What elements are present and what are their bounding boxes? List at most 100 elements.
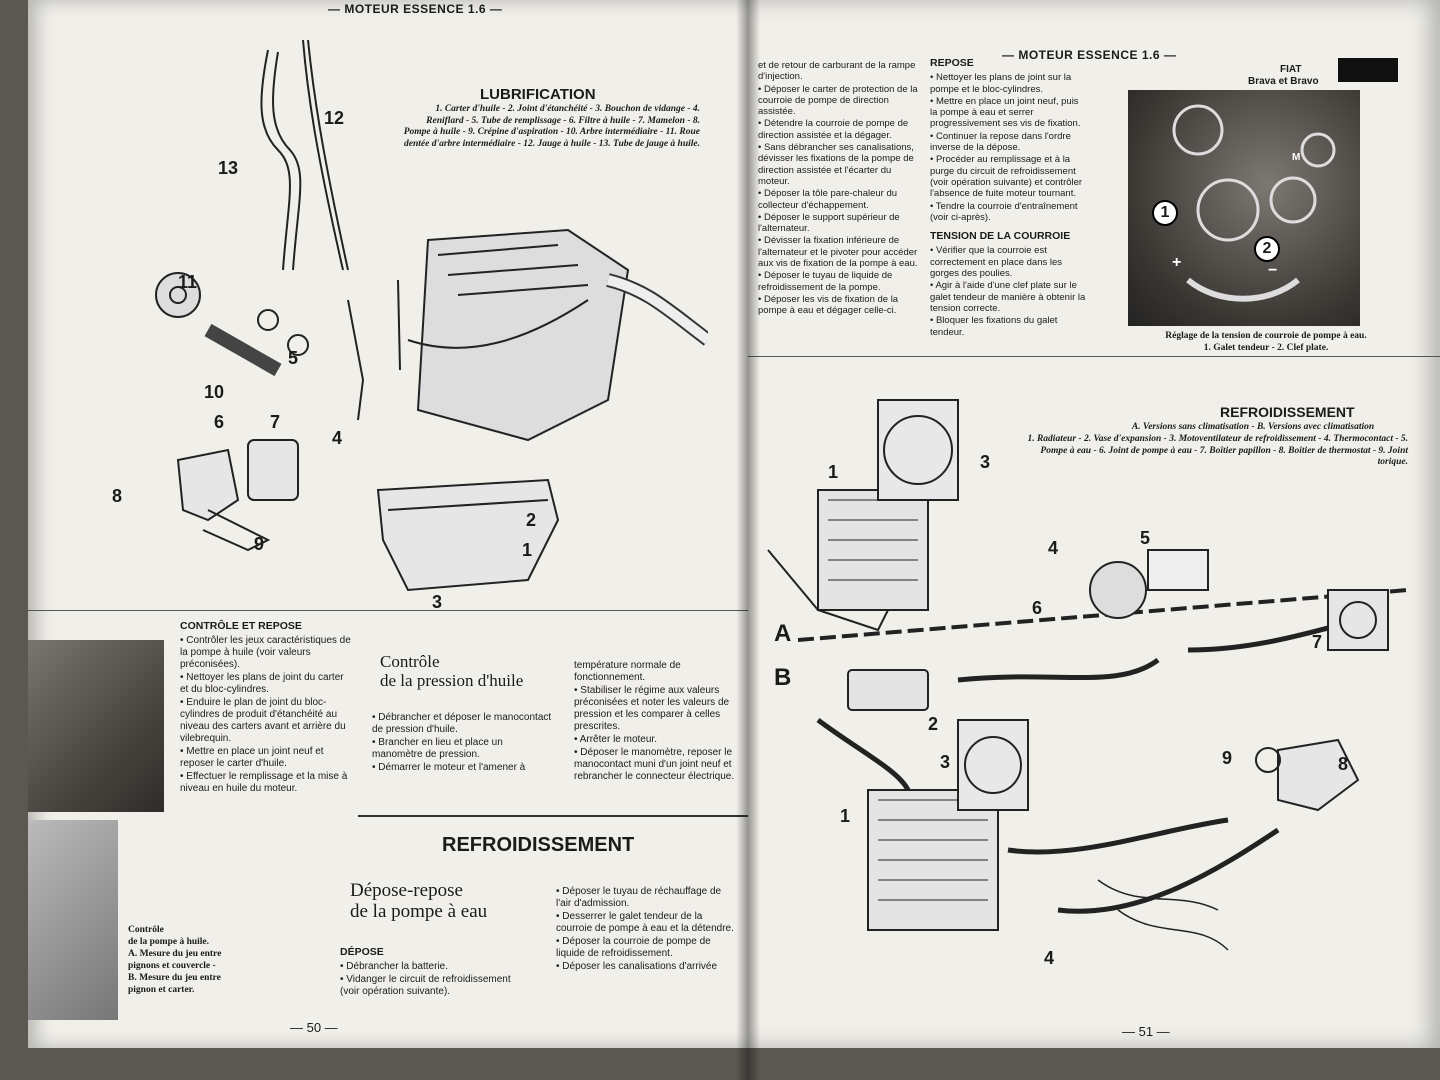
- caption-line: de la pompe à huile.: [128, 937, 210, 947]
- repose-heading: REPOSE: [930, 57, 974, 69]
- text-item: • Démarrer le moteur et l'amener à: [372, 762, 526, 773]
- heading-line: Dépose-repose: [350, 880, 463, 901]
- photo-callout-2: 2: [1254, 236, 1280, 262]
- left-page: — MOTEUR ESSENCE 1.6 — LUBRIFICATION 1. …: [28, 0, 748, 1048]
- depose-heading: DÉPOSE: [340, 946, 384, 958]
- callout-1: 1: [522, 540, 533, 560]
- cooling-callout-9: 9: [1222, 748, 1233, 768]
- callout-7: 7: [270, 412, 281, 432]
- lubrification-title: LUBRIFICATION: [480, 86, 596, 103]
- text-item: • Nettoyer les plans de joint du carter …: [180, 672, 344, 695]
- pompe-eau-column-1: DÉPOSE • Débrancher la batterie. • Vidan…: [340, 946, 530, 999]
- refroidissement-subtitle: A. Versions sans climatisation - B. Vers…: [1131, 422, 1375, 432]
- text-item: • Détendre la courroie de pompe de direc…: [758, 118, 909, 141]
- text-item: • Continuer la repose dans l'ordre inver…: [930, 130, 1071, 154]
- cooling-callout-4a: 4: [1048, 538, 1059, 558]
- caption-line: Contrôle: [128, 925, 164, 935]
- lubrification-exploded-diagram: [155, 40, 708, 592]
- text-item: • Déposer le tuyau de réchauffage de l'a…: [556, 886, 722, 909]
- label-B: B: [774, 664, 792, 691]
- text-item: • Tendre la courroie d'entraînement (voi…: [930, 200, 1078, 223]
- callout-8: 8: [112, 486, 123, 506]
- text-item: • Bloquer les fixations du galet tendeur…: [930, 315, 1058, 338]
- text-item: • Mettre en place un joint neuf et repos…: [180, 746, 324, 769]
- text-item: • Déposer le tuyau de liquide de refroid…: [758, 270, 893, 293]
- refroidissement-rule: [358, 815, 748, 817]
- label-A: A: [774, 620, 792, 647]
- text-item: • Déposer la tôle pare-chaleur du collec…: [758, 188, 898, 211]
- oil-pump-photo-caption: Contrôle de la pompe à huile. A. Mesure …: [128, 924, 248, 996]
- text-item: • Procéder au remplissage et à la purge …: [930, 154, 1083, 200]
- controle-repose-column: CONTRÔLE ET REPOSE • Contrôler les jeux …: [180, 620, 352, 796]
- cooling-system-diagram: [767, 399, 1409, 951]
- photo-m: M: [1292, 152, 1301, 163]
- heading-line: Contrôle: [380, 652, 440, 671]
- cooling-callout-6: 6: [1032, 598, 1043, 618]
- callout-6: 6: [214, 412, 225, 432]
- callout-12: 12: [324, 108, 345, 128]
- text-item: • Contrôler les jeux caractéristiques de…: [180, 635, 351, 670]
- belt-photo-caption: Réglage de la tension de courroie de pom…: [1156, 330, 1376, 354]
- text-item: • Vidanger le circuit de refroidissement…: [340, 974, 511, 997]
- text-item: • Effectuer le remplissage et la mise à …: [180, 771, 348, 794]
- cooling-callout-8: 8: [1338, 754, 1349, 774]
- cooling-callout-1b: 1: [840, 806, 851, 826]
- text-item: • Mettre en place un joint neuf, puis la…: [930, 95, 1081, 130]
- pression-huile-column-2: température normale de fonctionnement. •…: [574, 660, 740, 784]
- cooling-callout-5: 5: [1140, 528, 1151, 548]
- text-item: température normale de fonctionnement.: [574, 660, 681, 683]
- text-item: • Débrancher la batterie.: [340, 961, 449, 972]
- oil-pump-photo-b: [28, 820, 118, 1020]
- caption-line: Réglage de la tension de courroie de pom…: [1165, 331, 1367, 341]
- running-head-right: — MOTEUR ESSENCE 1.6 —: [1002, 48, 1177, 62]
- right-column-2: REPOSE • Nettoyer les plans de joint sur…: [930, 57, 1086, 339]
- photo-callout-1: 1: [1152, 200, 1178, 226]
- photo-minus: −: [1268, 262, 1278, 279]
- oil-pump-photo-a: [28, 640, 164, 812]
- right-section-divider: [748, 356, 1440, 357]
- refroidissement-title-left: REFROIDISSEMENT: [442, 834, 635, 856]
- text-item: • Brancher en lieu et place un manomètre…: [372, 737, 503, 760]
- model: Brava et Bravo: [1248, 76, 1319, 87]
- callout-2: 2: [526, 510, 537, 530]
- text-item: • Nettoyer les plans de joint sur la pom…: [930, 72, 1072, 95]
- lubrification-legend: 1. Carter d'huile - 2. Joint d'étanchéit…: [403, 104, 700, 149]
- pression-huile-heading: Contrôle de la pression d'huile: [380, 652, 523, 690]
- photo-plus: +: [1172, 254, 1182, 271]
- page-number-left: — 50 —: [290, 1020, 338, 1035]
- chapter-tab-icon: [1338, 58, 1398, 82]
- right-column-1: et de retour de carburant de la rampe d'…: [758, 60, 918, 318]
- text-item: • Agir à l'aide d'une clef plate sur le …: [930, 280, 1086, 314]
- callout-9: 9: [254, 534, 265, 554]
- callout-11: 11: [178, 272, 198, 292]
- text-item: • Sans débrancher ses canalisations, dév…: [758, 142, 914, 187]
- text-item: • Déposer les vis de fixation de la pomp…: [758, 293, 899, 317]
- cooling-callout-3a: 3: [980, 452, 991, 472]
- cooling-callout-2: 2: [928, 714, 939, 734]
- cooling-callout-1a: 1: [828, 462, 839, 482]
- refroidissement-legend: 1. Radiateur - 2. Vase d'expansion - 3. …: [1027, 434, 1408, 467]
- text-item: • Déposer le support supérieur de l'alte…: [758, 211, 900, 235]
- callout-10: 10: [204, 382, 225, 402]
- text-item: • Débrancher et déposer le manocontact d…: [372, 712, 552, 735]
- controle-repose-heading: CONTRÔLE ET REPOSE: [180, 620, 302, 632]
- callout-3: 3: [432, 592, 443, 612]
- text-item: • Déposer la courroie de pompe de liquid…: [556, 936, 711, 959]
- pression-huile-column-1: • Débrancher et déposer le manocontact d…: [372, 712, 552, 775]
- cooling-callout-4b: 4: [1044, 948, 1055, 968]
- heading-line: de la pression d'huile: [380, 671, 524, 690]
- text-item: • Stabiliser le régime aux valeurs préco…: [574, 685, 730, 732]
- refroidissement-title-right: REFROIDISSEMENT: [1220, 404, 1355, 420]
- caption-line: B. Mesure du jeu entre pignon et carter.: [128, 973, 221, 995]
- section-divider: [28, 610, 748, 611]
- callout-4: 4: [332, 428, 343, 448]
- callout-5: 5: [288, 348, 299, 368]
- caption-line: 1. Galet tendeur - 2. Clef plate.: [1203, 343, 1329, 353]
- tension-heading: TENSION DE LA COURROIE: [930, 230, 1071, 243]
- right-page: — MOTEUR ESSENCE 1.6 — FIAT Brava et Bra…: [748, 0, 1440, 1048]
- running-head-left: — MOTEUR ESSENCE 1.6 —: [328, 2, 503, 16]
- text-item: • Déposer le manomètre, reposer le manoc…: [574, 747, 735, 782]
- text-item: • Vérifier que la courroie est correctem…: [930, 245, 1063, 280]
- caption-line: A. Mesure du jeu entre pignons et couver…: [128, 949, 222, 971]
